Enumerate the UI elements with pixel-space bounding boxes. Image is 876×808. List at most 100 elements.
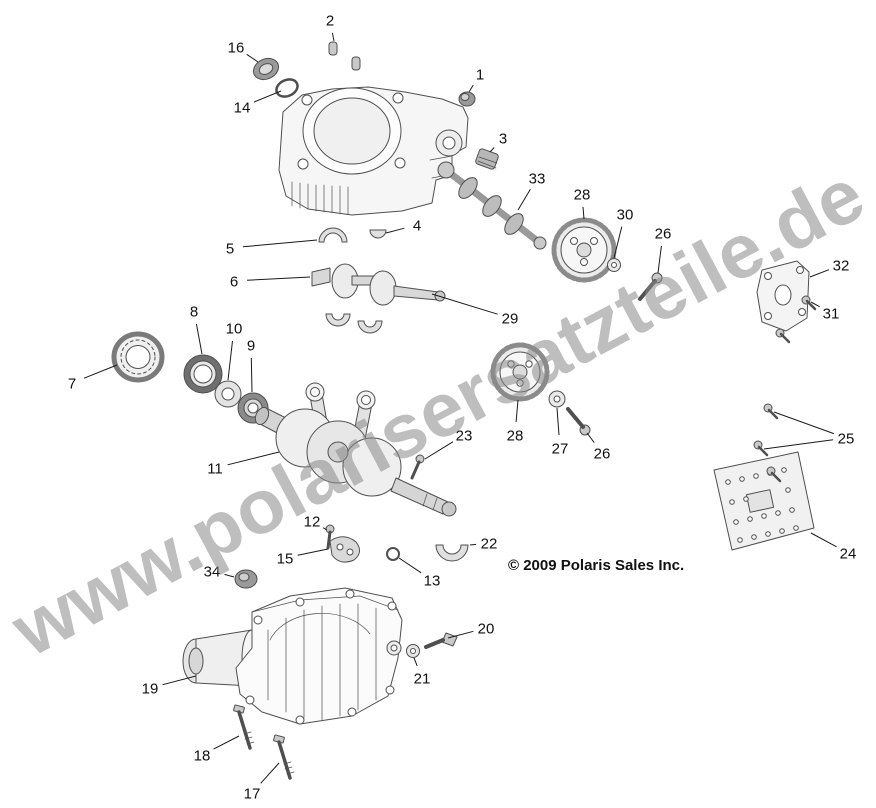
leader-line-24 (810, 532, 837, 548)
o-ring-13 (386, 547, 400, 561)
callout-17: 17 (244, 762, 280, 802)
callout-22: 22 (469, 535, 498, 552)
watermark-text: www.polarisersatzteile.de (0, 152, 876, 674)
bearing-8 (183, 354, 223, 394)
washer-27 (548, 390, 566, 408)
leader-line-26 (657, 245, 662, 274)
leader-line-20 (447, 630, 474, 639)
callout-32: 32 (809, 257, 850, 278)
gasket-plate-32 (756, 260, 810, 332)
callout-label-20: 20 (478, 620, 495, 637)
callout-label-15: 15 (277, 550, 294, 567)
leader-line-23 (424, 441, 454, 460)
leader-line-33 (517, 188, 531, 211)
cam-gear-28-upper (551, 217, 617, 283)
callout-9: 9 (247, 337, 255, 393)
bearing-shell-22 (435, 544, 469, 562)
leader-line-13 (398, 557, 422, 574)
cover-plate-24 (713, 451, 815, 551)
leader-line-27 (556, 407, 560, 436)
callout-label-31: 31 (823, 305, 840, 322)
leader-line-25 (763, 439, 834, 450)
callout-label-30: 30 (617, 206, 634, 223)
callout-15: 15 (277, 548, 329, 567)
bolt-26-upper (638, 272, 663, 301)
lower-crankcase-drawing (182, 587, 403, 725)
callout-2: 2 (326, 12, 335, 42)
leader-line-15 (297, 548, 329, 556)
callout-28: 28 (507, 399, 524, 444)
callout-label-25: 25 (838, 430, 855, 447)
callout-28: 28 (574, 186, 590, 220)
leader-line-5 (242, 239, 318, 248)
callout-21: 21 (413, 657, 431, 687)
callout-26: 26 (586, 432, 610, 462)
plug-3 (475, 148, 499, 170)
bolt-12 (325, 524, 335, 550)
callout-6: 6 (230, 273, 311, 290)
leader-line-26 (586, 432, 595, 443)
leader-line-10 (227, 340, 233, 381)
callout-19: 19 (142, 675, 197, 697)
leader-line-16 (246, 53, 259, 63)
callout-label-14: 14 (234, 99, 251, 116)
leader-line-18 (213, 735, 240, 750)
callout-label-6: 6 (230, 273, 238, 290)
callout-label-4: 4 (413, 217, 421, 234)
leader-line-12 (322, 527, 328, 531)
callout-label-16: 16 (228, 39, 245, 56)
callout-label-19: 19 (142, 680, 159, 697)
callout-label-5: 5 (226, 240, 234, 257)
callout-13: 13 (398, 557, 440, 589)
balance-shaft-6 (311, 263, 446, 334)
callout-label-32: 32 (833, 257, 850, 274)
callout-label-28: 28 (507, 427, 524, 444)
washer-21 (406, 644, 420, 658)
dowel-pin-pair (328, 41, 361, 71)
leader-line-34 (224, 573, 235, 578)
leader-line-25 (773, 411, 834, 435)
leader-line-9 (250, 357, 253, 393)
callout-label-2: 2 (326, 12, 334, 29)
callout-25: 25 (763, 411, 855, 450)
callout-label-10: 10 (226, 320, 243, 337)
main-bearing-7 (111, 331, 165, 383)
callout-label-18: 18 (194, 747, 211, 764)
callout-27: 27 (552, 407, 569, 457)
camshaft-33 (437, 161, 547, 250)
callout-14: 14 (234, 90, 282, 116)
bolt-26-lower (566, 407, 591, 436)
leader-line-31 (810, 301, 820, 308)
callout-31: 31 (810, 301, 840, 322)
balance-gear-28-lower (490, 342, 550, 402)
callout-10: 10 (226, 320, 243, 381)
leader-line-8 (195, 323, 203, 355)
callout-24: 24 (810, 532, 856, 562)
leader-line-22 (469, 543, 477, 546)
callout-label-22: 22 (481, 535, 498, 552)
half-shell-5 (318, 227, 348, 243)
callout-18: 18 (194, 735, 240, 764)
bolt-23 (410, 454, 425, 480)
callout-label-12: 12 (304, 513, 321, 530)
leader-line-7 (83, 364, 118, 379)
leader-line-17 (260, 762, 280, 784)
leader-line-30 (613, 226, 623, 259)
callout-12: 12 (304, 513, 328, 531)
oil-pump-drive-15 (329, 536, 360, 563)
callout-label-21: 21 (414, 670, 431, 687)
callout-label-29: 29 (502, 310, 519, 327)
leader-line-29 (431, 293, 498, 315)
callout-7: 7 (68, 364, 118, 392)
plug-1 (458, 91, 476, 107)
screw-pair-31 (775, 295, 817, 344)
upper-crankcase-drawing (278, 86, 469, 216)
callout-label-27: 27 (552, 440, 569, 457)
leader-line-1 (468, 84, 474, 93)
callout-8: 8 (190, 303, 203, 355)
callout-label-8: 8 (190, 303, 198, 320)
leader-line-11 (227, 451, 280, 466)
leader-line-28 (582, 206, 585, 220)
callout-label-26: 26 (655, 225, 672, 242)
